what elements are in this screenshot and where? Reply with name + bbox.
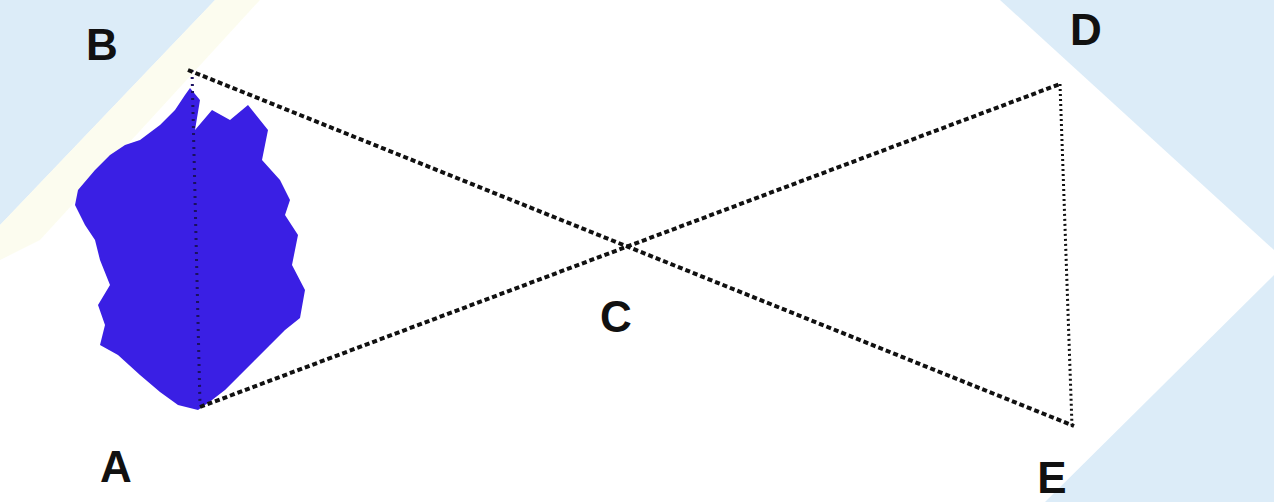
point-label: A (100, 445, 132, 489)
sight-line-be (188, 70, 1074, 426)
object-silhouette (75, 88, 305, 410)
sight-line-ad (200, 84, 1060, 407)
point-label: D (1070, 8, 1102, 52)
point-label: E (1037, 456, 1066, 500)
point-label: B (86, 23, 118, 67)
point-label: C (600, 295, 632, 339)
object-tip (195, 82, 212, 100)
height-line-ab (192, 70, 200, 405)
image-line-de (1060, 84, 1072, 426)
